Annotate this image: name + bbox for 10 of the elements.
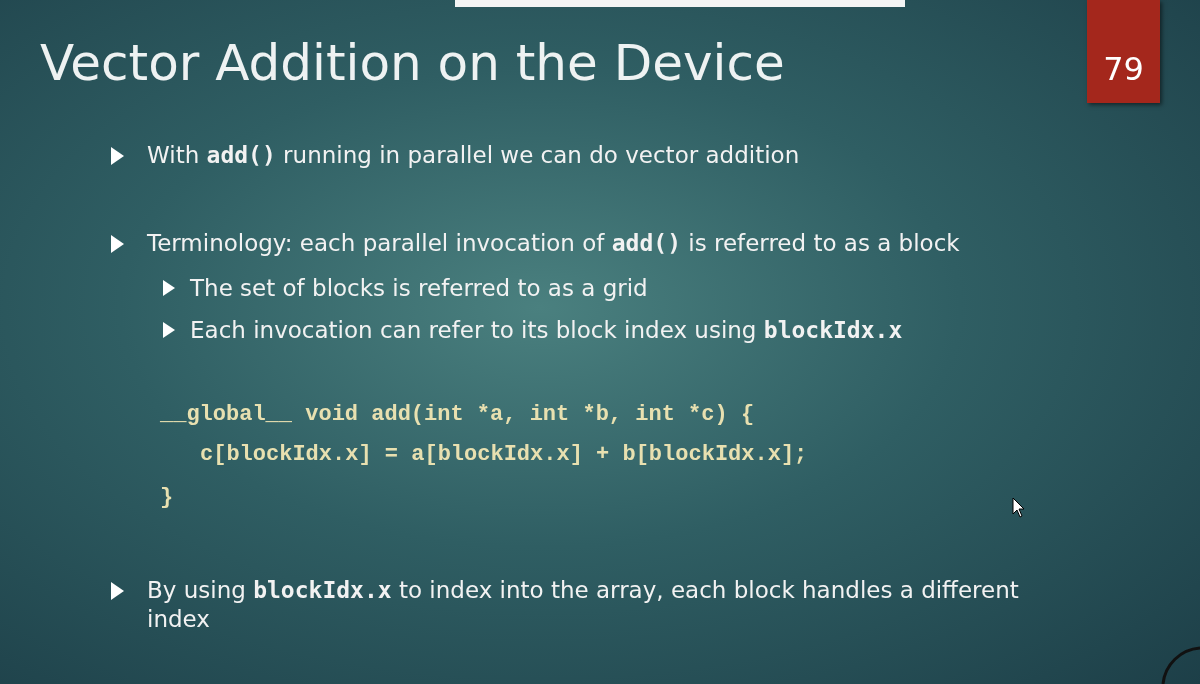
slide-number-tab: 79	[1087, 0, 1160, 103]
bullet-text: Each invocation can refer to its block index using blockIdx.x	[190, 316, 903, 345]
bullet-text: With add() running in parallel we can do vector addition	[147, 141, 800, 170]
code-line: c[blockIdx.x] = a[blockIdx.x] + b[blockIdx.x];	[200, 441, 808, 469]
code-line: __global__ void add(int *a, int *b, int *c) {	[160, 401, 755, 429]
bullet-text: Terminology: each parallel invocation of add() is referred to as a block	[147, 229, 961, 258]
code-line: }	[160, 484, 174, 512]
bullet-text: By using blockIdx.x to index into the array, each block handles a different index	[147, 576, 1020, 634]
bullet-text: The set of blocks is referred to as a grid	[190, 274, 648, 303]
slide-title: Vector Addition on the Device	[40, 34, 785, 92]
